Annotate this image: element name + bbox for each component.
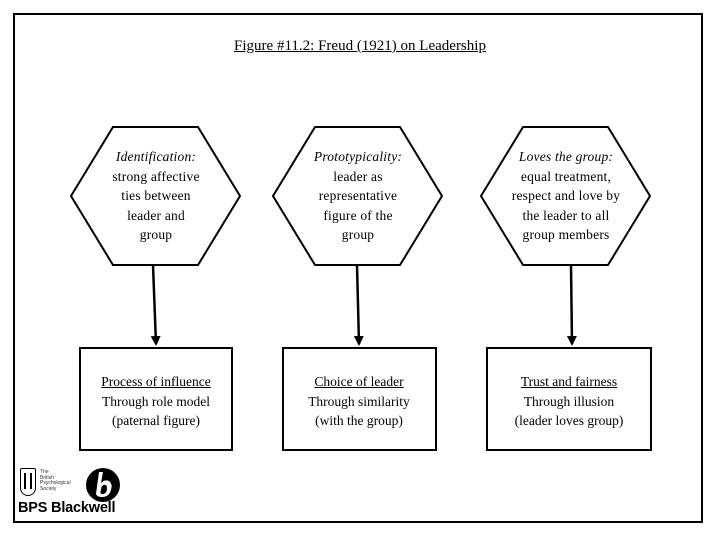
bps-crest-icon: [20, 468, 36, 496]
arrow-loves-group-to-trust: [566, 264, 577, 346]
hexagon-text-prototypicality: Prototypicality: leader as representativ…: [288, 147, 428, 245]
hexagon-line: leader and: [127, 207, 185, 223]
box-line: Through role model: [102, 393, 210, 409]
hexagon-prototypicality: [271, 126, 444, 266]
box-trust-and-fairness: [486, 347, 652, 451]
bps-blackwell-logo: The British Psychological Society BPS Bl…: [18, 468, 128, 520]
box-line: (paternal figure): [111, 413, 201, 428]
blackwell-b-icon: [86, 468, 120, 502]
hexagon-text-loves-the-group: Loves the group: equal treatment, respec…: [496, 147, 636, 245]
hexagon-identification: [69, 126, 242, 266]
hexagon-line: leader as: [333, 168, 383, 184]
hexagon-line: ties between: [121, 188, 191, 203]
box-text-process-of-influence: Process of influence Through role model …: [81, 372, 231, 431]
box-text-choice-of-leader: Choice of leader Through similarity (wit…: [284, 372, 434, 431]
hexagon-lead: Prototypicality:: [313, 149, 403, 164]
box-process-of-influence: [79, 347, 233, 451]
box-text-trust-and-fairness: Trust and fairness Through illusion (lea…: [494, 372, 644, 431]
hexagon-line: the leader to all: [522, 207, 610, 223]
society-text: The British Psychological Society: [40, 469, 80, 492]
box-heading: Choice of leader: [314, 374, 404, 389]
hexagon-text-identification: Identification: strong affective ties be…: [86, 147, 226, 245]
society-text-line: Psychological: [40, 480, 71, 486]
box-line: Through similarity: [308, 393, 410, 409]
hexagon-line: group: [139, 227, 173, 242]
box-heading: Process of influence: [101, 374, 211, 389]
society-text-line: Society: [40, 485, 57, 492]
hexagon-line: equal treatment,: [520, 168, 612, 184]
society-text-line: The: [40, 469, 49, 475]
hexagon-line: group members: [522, 227, 610, 242]
hexagon-lead: Identification:: [115, 149, 197, 164]
box-heading: Trust and fairness: [520, 374, 618, 389]
slide-frame: [13, 13, 703, 523]
hexagon-line: figure of the: [323, 207, 393, 223]
hexagon-line: group: [341, 227, 375, 242]
bps-blackwell-wordmark: BPS Blackwell: [18, 500, 116, 516]
society-text-line: British: [40, 474, 54, 481]
hexagon-lead: Loves the group:: [518, 149, 614, 164]
figure-title: Figure #11.2: Freud (1921) on Leadership: [234, 38, 486, 54]
arrow-prototypicality-to-choice: [353, 264, 364, 346]
hexagon-line: respect and love by: [511, 188, 621, 203]
hexagon-line: representative: [318, 188, 398, 203]
box-line: (leader loves group): [514, 413, 624, 428]
box-choice-of-leader: [282, 347, 437, 451]
arrow-identification-to-influence: [150, 264, 161, 346]
box-line: Through illusion: [523, 393, 615, 409]
box-line: (with the group): [315, 413, 403, 428]
hexagon-loves-the-group: [479, 126, 652, 266]
hexagon-line: strong affective: [112, 168, 200, 184]
